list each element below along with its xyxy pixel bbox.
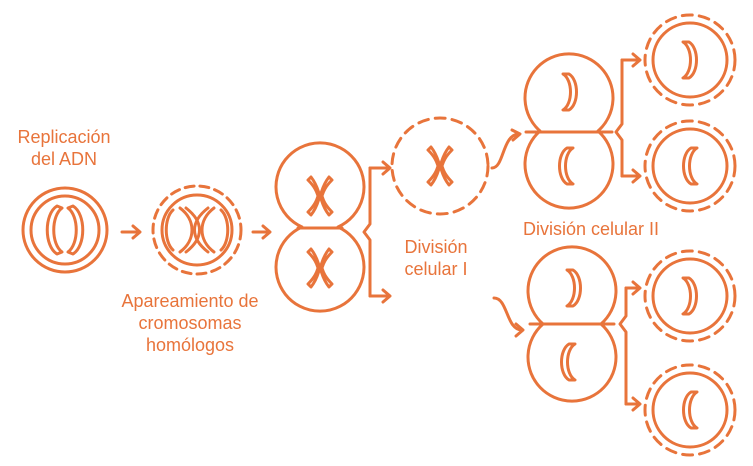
- label-replication-line2: del ADN: [30, 149, 98, 169]
- label-replication: Replicación del ADN: [8, 126, 120, 170]
- label-division1: División celular I: [388, 236, 484, 280]
- label-division1-line2: celular I: [404, 259, 468, 279]
- label-pairing: Apareamiento de cromosomas homólogos: [104, 290, 276, 356]
- final-cell-4: [643, 363, 737, 457]
- intermediate-cell: [390, 116, 490, 216]
- arrow-to-div2-bottom: [492, 296, 525, 338]
- pairing-cell: [151, 184, 243, 276]
- division1-cell: [274, 141, 366, 313]
- brace-1: [362, 160, 392, 304]
- final-cell-1: [643, 13, 737, 107]
- arrow-1: [120, 224, 142, 240]
- division2-top-cell: [523, 52, 615, 210]
- label-division2: División celular II: [522, 219, 660, 239]
- label-division1-line1: División: [404, 237, 468, 257]
- arrow-2: [251, 224, 272, 240]
- replication-cell: [21, 186, 109, 274]
- label-replication-line1: Replicación: [17, 127, 111, 147]
- final-cell-2: [643, 119, 737, 213]
- label-pairing-line3: homólogos: [145, 335, 235, 355]
- brace-2-top: [614, 52, 642, 184]
- final-cell-3: [643, 249, 737, 343]
- label-pairing-line1: Apareamiento de: [121, 291, 259, 311]
- brace-2-bottom: [618, 280, 642, 412]
- arrow-to-div2-top: [490, 128, 522, 170]
- label-pairing-line2: cromosomas: [138, 313, 242, 333]
- division2-bottom-cell: [526, 245, 618, 403]
